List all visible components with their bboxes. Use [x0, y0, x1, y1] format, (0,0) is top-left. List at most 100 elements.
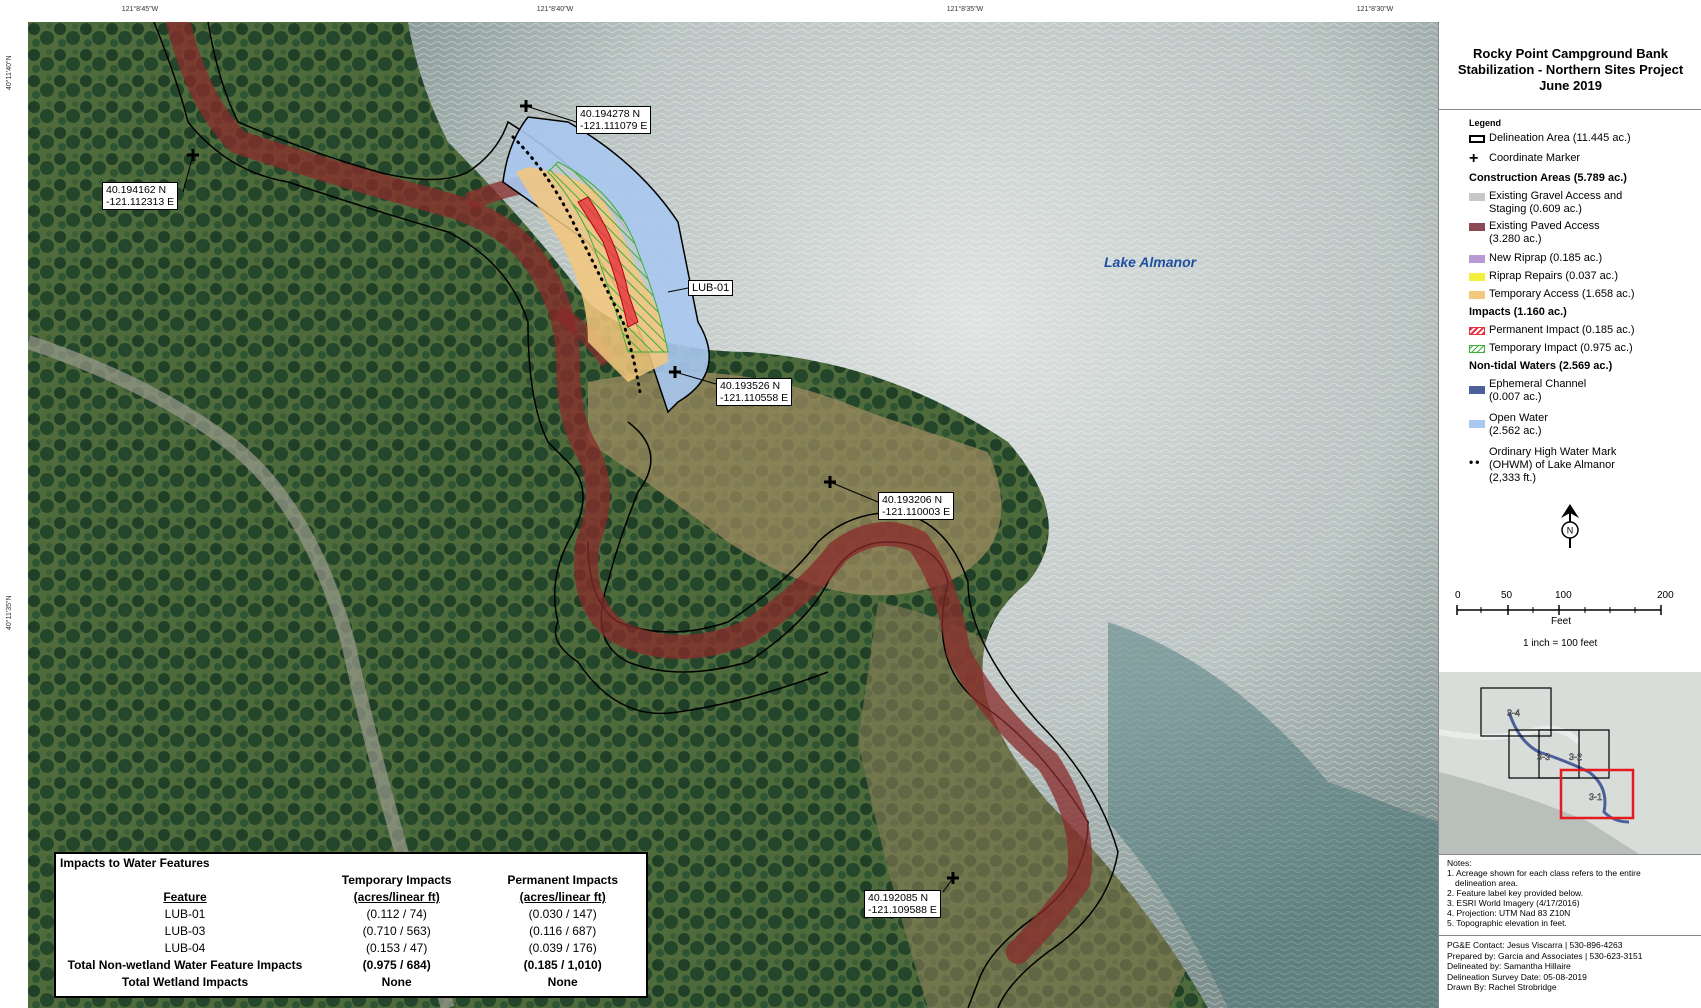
legend-label: Existing Paved Access(3.280 ac.) [1489, 220, 1600, 245]
lake-label: Lake Almanor [1104, 254, 1197, 270]
notes: Notes: 1. Acreage shown for each class r… [1439, 854, 1701, 936]
legend: Legend Delineation Area (11.445 ac.) + C… [1439, 110, 1701, 673]
map-canvas [28, 22, 1438, 1008]
leader-line [829, 481, 879, 503]
coordinate-label: 40.194162 N-121.112313 E [102, 182, 179, 210]
scale-tick-label: 200 [1657, 590, 1674, 601]
leader-line [942, 877, 954, 893]
inset-label: 3-1 [1589, 792, 1602, 802]
col-header-perm: Permanent Impacts(acres/linear ft) [507, 873, 619, 904]
delineation-boundary [587, 511, 1119, 1008]
deep-water [1108, 622, 1438, 1008]
legend-item: + Coordinate Marker [1469, 150, 1581, 167]
coordinate-label: 40.193526 N-121.110558 E [716, 378, 793, 406]
graticule-label: 121°8'30"W [1356, 6, 1394, 13]
table-cell: LUB-03 [164, 924, 206, 938]
graticule-label: 121°8'40"W [536, 6, 574, 13]
clearing [858, 602, 1228, 1008]
table-cell: None [547, 975, 578, 989]
coordinate-label: 40.194278 N-121.111079 E [576, 106, 652, 134]
scale-ratio: 1 inch = 100 feet [1523, 638, 1598, 649]
contacts: PG&E Contact: Jesus Viscarra | 530-896-4… [1439, 936, 1701, 1008]
graticule-label: 40°11'40"N [6, 55, 13, 90]
contact-line: Prepared by: Garcia and Associates | 530… [1447, 950, 1643, 961]
table-cell: None [381, 975, 412, 989]
table-cell: (0.153 / 47) [365, 941, 428, 955]
inset-frame [1538, 729, 1610, 779]
table-cell: (0.710 / 563) [362, 924, 431, 938]
contact-line: PG&E Contact: Jesus Viscarra | 530-896-4… [1447, 940, 1623, 950]
map-date: June 2019 [1539, 78, 1602, 93]
contact-line: Delineated by: Samantha Hillaire [1447, 961, 1571, 971]
legend-label: Ephemeral Channel(0.007 ac.) [1489, 378, 1587, 403]
notes-title: Notes: [1447, 858, 1472, 868]
plus-icon: + [1469, 150, 1479, 167]
note-line: delineation area. [1455, 878, 1518, 888]
col-header-temp: Temporary Impacts(acres/linear ft) [341, 873, 452, 904]
graticule-label: 121°8'45"W [121, 6, 159, 13]
legend-item: Delineation Area (11.445 ac.) [1469, 132, 1631, 145]
riprap-repairs-swatch [1469, 273, 1485, 281]
leader-line [525, 105, 577, 123]
delineation-boundary [153, 22, 829, 715]
legend-label: Riprap Repairs (0.037 ac.) [1489, 270, 1619, 282]
legend-label: Open Water(2.562 ac.) [1489, 412, 1548, 437]
legend-item: Permanent Impact (0.185 ac.) [1469, 324, 1635, 337]
north-arrow-icon: N [1561, 504, 1579, 548]
paved-swatch [1469, 223, 1485, 231]
scale-tick-label: 0 [1455, 590, 1461, 601]
table-total-row: Total Wetland Impacts None None [56, 974, 646, 991]
legend-item: Ephemeral Channel(0.007 ac.) [1469, 378, 1586, 404]
gravel-road [28, 335, 455, 1008]
legend-label: Temporary Access (1.658 ac.) [1489, 288, 1635, 300]
coordinate-label: 40.193206 N-121.110003 E [878, 492, 955, 520]
table-cell: (0.039 / 176) [528, 941, 597, 955]
table-cell: (0.112 / 74) [366, 907, 427, 921]
table-cell: LUB-01 [164, 907, 206, 921]
ohwm-line [511, 135, 642, 394]
temp-access-swatch [1469, 291, 1485, 299]
table-row: LUB-01 (0.112 / 74) (0.030 / 147) [56, 906, 646, 923]
temp-impact-swatch [1469, 345, 1485, 353]
inset-current-frame [1559, 768, 1635, 820]
table-cell: LUB-04 [164, 941, 206, 955]
legend-title: Legend [1469, 118, 1502, 128]
contact-line: Delineation Survey Date: 05-08-2019 [1447, 971, 1587, 982]
scale-bar: 0 50 100 200 Feet 1 inch = 100 f [1439, 590, 1701, 670]
perm-impact-swatch [1469, 327, 1485, 335]
legend-item: Open Water(2.562 ac.) [1469, 412, 1548, 438]
inset-map[interactable]: 3-4 3-3 3-2 3-1 [1439, 672, 1701, 855]
legend-heading: Impacts (1.160 ac.) [1469, 306, 1567, 318]
legend-label: Coordinate Marker [1489, 152, 1581, 164]
legend-label: Temporary Impact (0.975 ac.) [1489, 342, 1633, 354]
map-view[interactable]: 40.194278 N-121.111079 E 40.194162 N-121… [28, 22, 1438, 1008]
contact-line: Drawn By: Rachel Strobridge [1447, 982, 1557, 992]
leader-line [182, 154, 194, 193]
table-cell: (0.975 / 684) [362, 958, 431, 972]
paved-access [166, 22, 1092, 964]
impact-table-title: Impacts to Water Features [60, 856, 210, 870]
note-line: 1. Acreage shown for each class refers t… [1447, 868, 1641, 878]
map-title: Rocky Point Campground Bank [1472, 46, 1669, 61]
inset-label: 3-3 [1537, 752, 1550, 762]
table-cell: (0.116 / 687) [529, 924, 597, 938]
table-cell: Total Wetland Impacts [121, 975, 249, 989]
graticule-label: 121°8'35"W [946, 6, 984, 13]
legend-label: Delineation Area (11.445 ac.) [1489, 132, 1631, 144]
map-title: Stabilization - Northern Sites Project [1457, 62, 1684, 77]
inset-label: 3-2 [1569, 752, 1582, 762]
note-line: 3. ESRI World Imagery (4/17/2016) [1447, 898, 1580, 908]
inset-map-canvas: 3-4 3-3 3-2 3-1 [1439, 672, 1701, 854]
legend-item: Temporary Access (1.658 ac.) [1469, 288, 1635, 301]
impact-table: Impacts to Water Features Feature Tempor… [54, 852, 648, 998]
new-riprap-swatch [1469, 255, 1485, 263]
map-sidebar: Rocky Point Campground Bank Stabilizatio… [1438, 22, 1701, 1008]
legend-label: Ordinary High Water Mark(OHWM) of Lake A… [1489, 446, 1617, 484]
table-header-row: Feature Temporary Impacts(acres/linear f… [56, 872, 646, 906]
inset-frame [1480, 687, 1552, 737]
graticule-label: 40°11'35"N [6, 595, 13, 630]
legend-heading: Non-tidal Waters (2.569 ac.) [1469, 360, 1613, 372]
gravel-swatch [1469, 193, 1485, 201]
